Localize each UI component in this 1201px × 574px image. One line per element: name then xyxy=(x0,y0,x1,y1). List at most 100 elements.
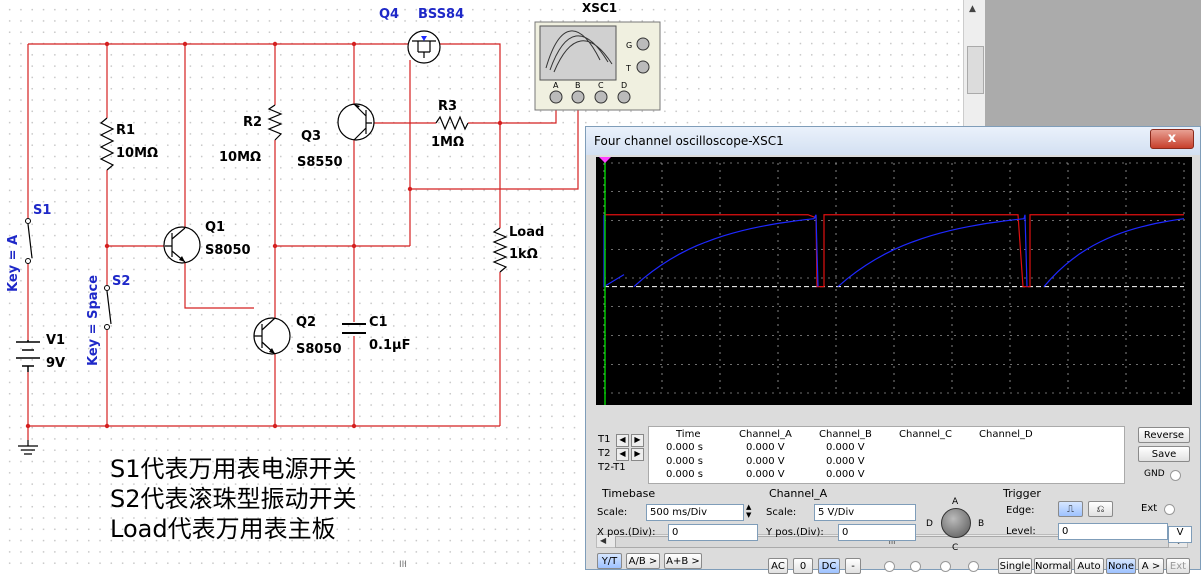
xsc1-instrument[interactable] xyxy=(534,21,661,111)
channel-b-trace-cycle1 xyxy=(633,214,819,288)
trigger-level-input[interactable]: 0 xyxy=(1058,523,1168,540)
save-button[interactable]: Save xyxy=(1138,446,1190,462)
v1-battery[interactable] xyxy=(16,340,40,372)
trigger-ext-radio[interactable] xyxy=(1164,504,1175,515)
c1-capacitor[interactable] xyxy=(342,323,366,334)
load-resistor[interactable] xyxy=(492,227,508,273)
header-channel-d: Channel_D xyxy=(979,429,1033,440)
timebase-spinner-icon[interactable]: ▲▼ xyxy=(746,503,752,519)
row-label-t2: T2 xyxy=(598,448,611,459)
t2-left-icon[interactable]: ◀ xyxy=(616,448,629,461)
v1-ref: V1 xyxy=(46,333,65,348)
wire-junctions xyxy=(25,41,503,429)
coupling-minus-button[interactable]: - xyxy=(845,558,861,574)
load-value: 1kΩ xyxy=(509,247,538,262)
timebase-scale-input[interactable]: 500 ms/Div xyxy=(646,504,744,521)
channel-ypos-input[interactable]: 0 xyxy=(838,524,916,541)
falling-edge-icon[interactable]: ⎌ xyxy=(1088,501,1113,517)
trigger-edge-label: Edge: xyxy=(1006,505,1035,516)
r2-resistor[interactable] xyxy=(267,104,283,141)
mode-yt-button[interactable]: Y/T xyxy=(597,553,622,569)
oscilloscope-window[interactable]: Four channel oscilloscope-XSC1 x ◀ III ▶… xyxy=(585,126,1201,574)
oscilloscope-titlebar[interactable]: Four channel oscilloscope-XSC1 x xyxy=(586,127,1200,155)
r1-ref: R1 xyxy=(116,123,135,138)
close-icon[interactable]: x xyxy=(1150,129,1194,149)
trigger-a-button[interactable]: A > xyxy=(1138,558,1164,574)
q2-value: S8050 xyxy=(296,342,342,357)
trigger-none-button[interactable]: None xyxy=(1106,558,1136,574)
load-ref: Load xyxy=(509,225,544,240)
xsc1-channel-c: C xyxy=(598,81,604,90)
rising-edge-icon[interactable]: ⎍ xyxy=(1058,501,1083,517)
channel-a-trace xyxy=(604,214,1184,288)
r3-resistor[interactable] xyxy=(435,115,469,131)
schematic-hscroll-hint[interactable]: III xyxy=(399,560,407,570)
s1-ref: S1 xyxy=(33,203,51,218)
trigger-single-button[interactable]: Single xyxy=(998,558,1032,574)
scope-screen[interactable] xyxy=(596,157,1192,405)
trigger-ext-button[interactable]: Ext xyxy=(1166,558,1190,574)
schematic-canvas[interactable]: Q4 BSS84 XSC1 G T A B C D R1 10MΩ R2 10M… xyxy=(0,0,965,570)
t1-left-icon[interactable]: ◀ xyxy=(616,434,629,447)
coupling-dc-button[interactable]: DC xyxy=(818,558,840,574)
scroll-left-icon[interactable]: ◀ xyxy=(600,536,607,545)
trigger-level-unit[interactable]: V xyxy=(1168,526,1192,543)
timebase-xpos-label: X pos.(Div): xyxy=(597,527,656,538)
s2-switch[interactable] xyxy=(104,285,112,330)
gnd-radio[interactable] xyxy=(1170,470,1181,481)
scroll-thumb[interactable] xyxy=(967,46,984,94)
gnd-label: GND xyxy=(1144,469,1165,479)
mode-ab-button[interactable]: A/B > xyxy=(626,553,660,569)
q1-transistor[interactable] xyxy=(163,226,201,264)
t1-right-icon[interactable]: ▶ xyxy=(631,434,644,447)
timebase-group-label: Timebase xyxy=(602,487,656,500)
q2-transistor[interactable] xyxy=(253,317,291,355)
mode-aplusb-button[interactable]: A+B > xyxy=(664,553,702,569)
row-label-t1: T1 xyxy=(598,434,611,445)
timebase-xpos-input[interactable]: 0 xyxy=(668,524,758,541)
channel-b-trace-cycle3 xyxy=(1043,218,1185,287)
header-channel-c: Channel_C xyxy=(899,429,953,440)
header-channel-b: Channel_B xyxy=(819,429,872,440)
channel-select-knob[interactable] xyxy=(941,508,971,538)
note-s2: S2代表滚珠型振动开关 xyxy=(110,485,357,513)
channel-ypos-label: Y pos.(Div): xyxy=(766,527,824,538)
r2-value: 10MΩ xyxy=(219,150,261,165)
channel-radio-d[interactable] xyxy=(968,561,979,572)
row-label-t2-t1: T2-T1 xyxy=(598,462,626,473)
trigger-normal-button[interactable]: Normal xyxy=(1034,558,1072,574)
knob-label-d: D xyxy=(926,519,933,529)
xsc1-terminal-g: G xyxy=(626,41,632,50)
reverse-button[interactable]: Reverse xyxy=(1138,427,1190,443)
channel-b-trace-start xyxy=(603,214,625,288)
t1-channel-a: 0.000 V xyxy=(746,442,785,453)
knob-label-a: A xyxy=(952,497,959,507)
q3-transistor[interactable] xyxy=(337,103,375,141)
xsc1-channel-a: A xyxy=(553,81,559,90)
channel-radio-c[interactable] xyxy=(940,561,951,572)
s1-switch[interactable] xyxy=(25,218,33,264)
trigger-ext-label: Ext xyxy=(1141,503,1158,514)
channel-scale-input[interactable]: 5 V/Div xyxy=(814,504,916,521)
t2-t1-time: 0.000 s xyxy=(666,469,704,480)
coupling-ac-button[interactable]: AC xyxy=(768,558,788,574)
c1-value: 0.1μF xyxy=(369,338,410,353)
q2-ref: Q2 xyxy=(296,315,316,330)
q4-mosfet[interactable] xyxy=(407,30,441,64)
cursor-readout-table: Time Channel_A Channel_B Channel_C Chann… xyxy=(648,426,1125,484)
trigger-auto-button[interactable]: Auto xyxy=(1074,558,1104,574)
xsc1-terminal-t: T xyxy=(625,64,631,73)
t2-right-icon[interactable]: ▶ xyxy=(631,448,644,461)
q3-value: S8550 xyxy=(297,155,343,170)
xsc1-ref: XSC1 xyxy=(582,1,617,15)
v1-value: 9V xyxy=(46,356,65,371)
scroll-up-icon[interactable]: ▲ xyxy=(969,4,976,14)
r1-resistor[interactable] xyxy=(99,117,115,171)
coupling-zero-button[interactable]: 0 xyxy=(793,558,813,574)
channel-radio-a[interactable] xyxy=(884,561,895,572)
t1-time: 0.000 s xyxy=(666,442,704,453)
s1-key: Key = A xyxy=(6,235,21,292)
t2-channel-b: 0.000 V xyxy=(826,456,865,467)
channel-radio-b[interactable] xyxy=(910,561,921,572)
q1-ref: Q1 xyxy=(205,220,225,235)
